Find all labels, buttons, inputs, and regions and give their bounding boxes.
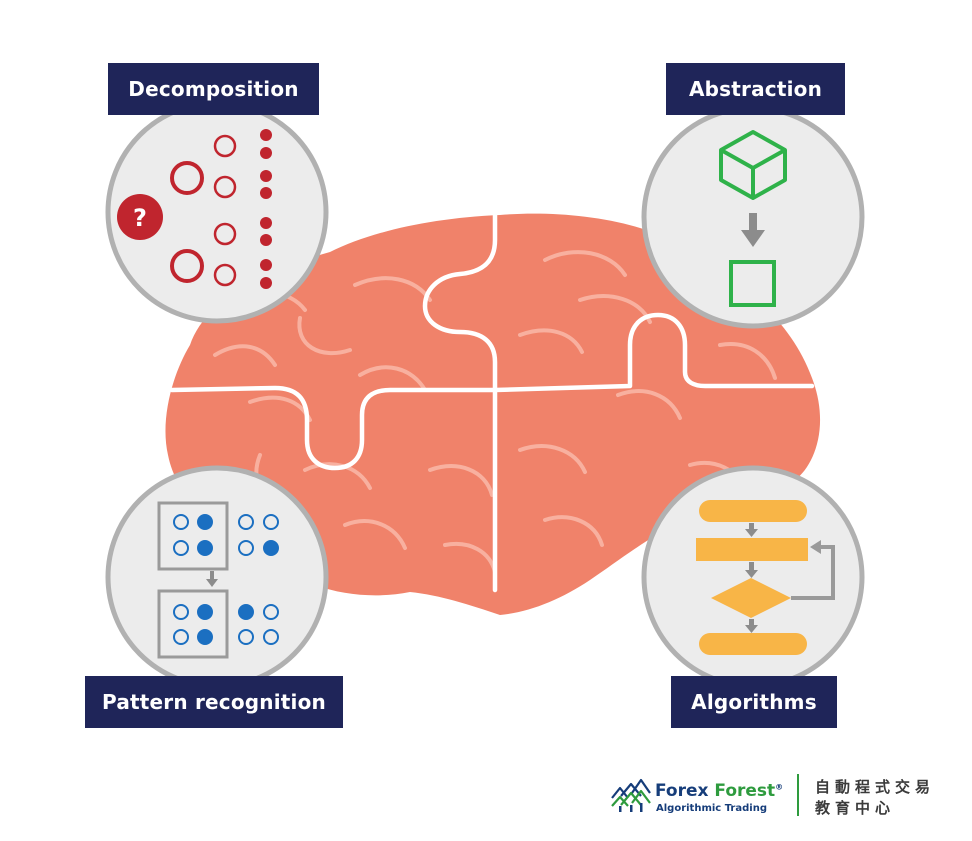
pattern-dot [197, 604, 213, 620]
brand-tagline: Algorithmic Trading [656, 803, 767, 814]
forest-trees-logo-icon [611, 778, 651, 812]
leaf-dot [260, 170, 272, 182]
leaf-dot [260, 259, 272, 271]
abstraction-label: Abstraction [666, 63, 845, 115]
pattern-recognition-icon [157, 501, 279, 659]
pattern-dot [238, 514, 254, 530]
flowchart-icon [696, 500, 835, 655]
cube-icon [719, 130, 787, 200]
arrow-down-icon [745, 619, 758, 633]
pattern-dot [197, 629, 213, 645]
pattern-dot [173, 604, 189, 620]
pattern-dot [173, 540, 189, 556]
leaf-dot [260, 277, 272, 289]
tree-node [213, 263, 237, 287]
pattern-recognition-circle [105, 465, 329, 689]
flow-start [699, 500, 807, 522]
leaf-dot [260, 217, 272, 229]
brand-cjk-line1: 自動程式交易 [815, 778, 936, 796]
question-node [117, 194, 163, 240]
abstraction-icon [719, 130, 787, 307]
algorithms-label: Algorithms [671, 676, 837, 728]
leaf-dot [260, 129, 272, 141]
tree-node [170, 249, 204, 283]
pattern-dot [238, 629, 254, 645]
pattern-dot [263, 629, 279, 645]
tree-node [213, 222, 237, 246]
brand-divider [797, 774, 799, 816]
brain-puzzle-icon [165, 212, 821, 615]
tree-node [213, 134, 237, 158]
pattern-box-top [157, 501, 229, 571]
pattern-dot [263, 604, 279, 620]
registered-mark: ® [775, 782, 784, 792]
flow-process [696, 538, 808, 561]
brand-name: Forex Forest® [655, 781, 783, 801]
leaf-dot [260, 147, 272, 159]
tree-node [170, 161, 204, 195]
pattern-dot [238, 604, 254, 620]
pattern-recognition-label: Pattern recognition [85, 676, 343, 728]
leaf-dot [260, 234, 272, 246]
arrow-down-icon [206, 571, 218, 587]
loop-arrow [791, 545, 835, 600]
brand-cjk-line2: 教育中心 [815, 799, 896, 817]
arrow-down-icon [745, 523, 758, 537]
puzzle-dividers [169, 212, 815, 593]
brand-name-part2: Forest [714, 781, 776, 801]
flow-end [699, 633, 807, 655]
pattern-dot [238, 540, 254, 556]
brand-name-part1: Forex [655, 781, 709, 801]
pattern-dot [197, 514, 213, 530]
square-outline-icon [729, 260, 776, 307]
decomposition-label: Decomposition [108, 63, 319, 115]
pattern-box-bottom [157, 589, 229, 659]
decomposition-tree-icon: ? [117, 129, 272, 289]
leaf-dot [260, 187, 272, 199]
arrow-down-icon [741, 213, 765, 247]
pattern-dot [197, 540, 213, 556]
pattern-dot [263, 540, 279, 556]
pattern-dot [263, 514, 279, 530]
pattern-dot [173, 629, 189, 645]
question-mark: ? [133, 204, 147, 232]
loop-arrowhead [810, 540, 821, 554]
tree-node [213, 175, 237, 199]
flow-decision [711, 578, 791, 618]
pattern-dot [173, 514, 189, 530]
arrow-down-icon [745, 562, 758, 578]
